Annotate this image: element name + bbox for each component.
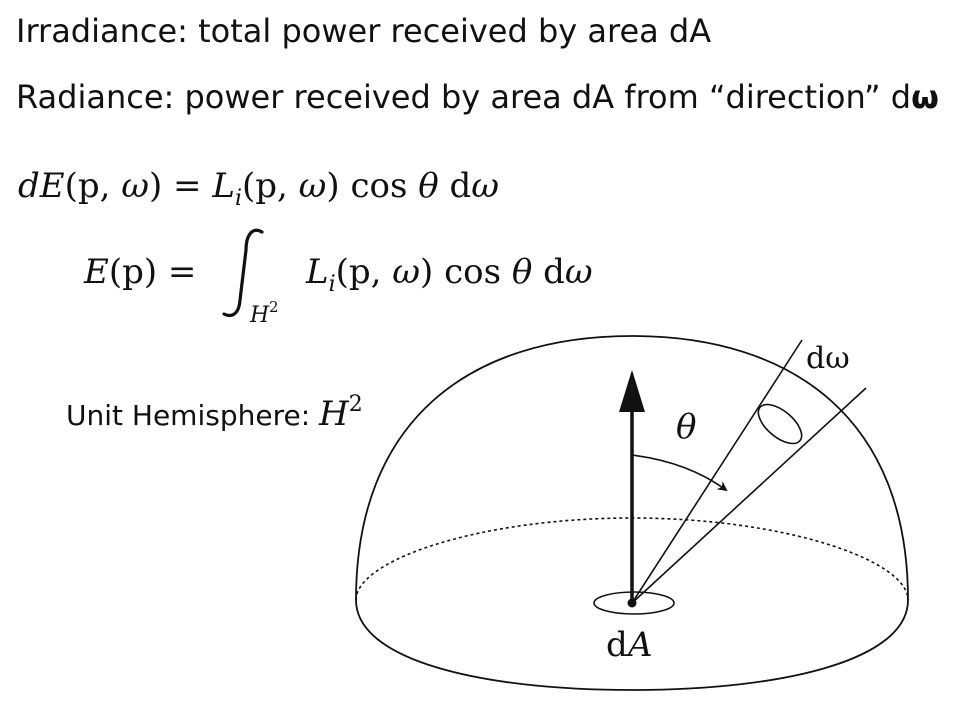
dA-label-A: A <box>625 625 653 665</box>
domega-label: dω <box>806 341 850 376</box>
hemisphere-symbol-h: H <box>319 394 349 434</box>
irradiance-integral-lhs: E(p) = <box>84 252 196 292</box>
hemisphere-symbol: H2 <box>319 392 363 434</box>
eq2-cos: cos <box>433 252 512 292</box>
eq1-d-omega: ω <box>471 166 500 206</box>
irradiance-integral-rhs: Li(p, ω) cos θ dω <box>306 252 593 297</box>
cone-edge-right <box>631 387 867 604</box>
eq2-L-sub: i <box>328 272 336 297</box>
normal-arrowhead-icon <box>619 370 645 412</box>
hemisphere-dome <box>355 335 909 601</box>
irradiance-definition: Irradiance: total power received by area… <box>16 12 712 50</box>
eq2-E: E <box>84 252 109 292</box>
solid-angle-ellipse <box>757 403 803 445</box>
eq1-d-omega-d: d <box>438 166 472 206</box>
radiance-definition-text: Radiance: power received by area dA from… <box>16 78 912 116</box>
eq2-rhs-close: ) <box>420 252 434 292</box>
unit-hemisphere-label: Unit Hemisphere: H2 <box>66 392 363 434</box>
eq1-L: L <box>212 166 235 206</box>
eq1-lhs-close: ) <box>148 166 163 206</box>
equator-front <box>355 599 909 691</box>
radiance-definition: Radiance: power received by area dA from… <box>16 78 939 116</box>
eq1-theta: θ <box>418 166 439 206</box>
eq1-rhs-omega: ω <box>298 166 327 206</box>
eq2-L: L <box>306 252 329 292</box>
dA-label-d: d <box>606 625 628 665</box>
eq2-args: (p) = <box>108 252 197 292</box>
theta-label: θ <box>676 407 696 447</box>
eq1-rhs-close: ) <box>326 166 340 206</box>
eq1-L-sub: i <box>234 186 242 211</box>
integral-sign <box>222 228 264 318</box>
integral-limit-sup: 2 <box>269 298 279 316</box>
eq2-rhs-args: (p, <box>335 252 393 292</box>
eq1-E: E <box>39 166 65 206</box>
area-dA-ellipse <box>593 591 675 615</box>
eq2-theta: θ <box>511 252 533 292</box>
eq1-equals: = <box>162 166 213 206</box>
eq2-d-omega-d: d <box>532 252 565 292</box>
radiance-omega-symbol: ω <box>911 78 939 116</box>
eq2-d-omega: ω <box>564 252 593 292</box>
eq1-d: d <box>18 166 40 206</box>
hemisphere-symbol-sup: 2 <box>348 392 363 417</box>
eq1-cos: cos <box>339 166 419 206</box>
eq1-lhs-omega: ω <box>121 166 149 206</box>
eq2-rhs-omega: ω <box>392 252 421 292</box>
eq1-rhs-args: (p, <box>241 166 299 206</box>
unit-hemisphere-text: Unit Hemisphere: <box>66 399 320 432</box>
theta-arc <box>631 454 728 492</box>
differential-irradiance-equation: dE(p, ω) = Li(p, ω) cos θ dω <box>18 166 499 211</box>
eq1-lhs-args: (p, <box>64 166 122 206</box>
cone-edge-left <box>631 339 803 604</box>
integral-limit-h: H <box>249 303 270 328</box>
